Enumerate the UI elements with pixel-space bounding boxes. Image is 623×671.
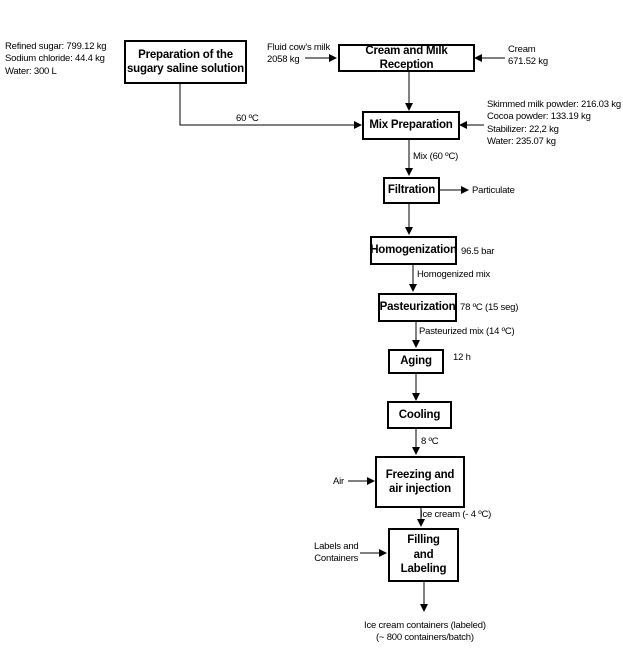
input-skimmed-milk: Skimmed milk powder: 216.03 kg: [487, 99, 621, 110]
step-cream-milk-reception: Cream and Milk Reception: [338, 44, 475, 72]
input-sugar: Refined sugar: 799.12 kg: [5, 41, 107, 52]
input-sodium-chloride: Sodium chloride: 44.4 kg: [5, 53, 105, 65]
input-water-mix: Water: 235.07 kg: [487, 136, 556, 148]
flow-homogenized-mix: Homogenized mix: [417, 269, 491, 280]
step-sugary-solution: Preparation of the sugary saline solutio…: [124, 40, 247, 84]
input-milk: Fluid cow's milk 2058 kg: [267, 42, 330, 67]
input-cream: Cream 671.52 kg: [508, 44, 548, 69]
arrow-solution-to-mix: [179, 84, 362, 129]
flow-mix: Mix (60 ºC): [413, 151, 459, 162]
input-milk-qty: 2058 kg: [267, 54, 300, 66]
output-line1: Ice cream containers (labeled): [364, 620, 486, 631]
input-labels-line2: Containers: [314, 553, 359, 565]
input-air: Air: [333, 476, 345, 487]
input-water: Water: 300 L: [5, 65, 57, 77]
step-freezing-air-injection: Freezing and air injection: [375, 456, 465, 508]
input-stabilizer: Stabilizer: 22,2 kg: [487, 123, 559, 135]
input-labels-line1: Labels and: [314, 541, 359, 552]
input-milk-name: Fluid cow's milk: [267, 42, 331, 53]
input-cream-qty: 671.52 kg: [508, 56, 548, 68]
flow-cool-temp: 8 ºC: [421, 436, 439, 447]
flow-solution-temp: 60 ºC: [236, 113, 259, 124]
step-aging: Aging: [388, 349, 444, 374]
input-cocoa: Cocoa powder: 133.19 kg: [487, 111, 591, 123]
step-cooling: Cooling: [387, 401, 452, 429]
step-homogenization: Homogenization: [370, 236, 457, 265]
input-mix-additives: Skimmed milk powder: 216.03 kg Cocoa pow…: [487, 99, 621, 148]
flow-particulate: Particulate: [472, 185, 515, 196]
output-line2: (~ 800 containers/batch): [375, 632, 474, 644]
step-filtration: Filtration: [383, 177, 440, 204]
input-labels-containers: Labels and Containers: [314, 541, 359, 566]
flow-aging-time: 12 h: [453, 352, 471, 363]
step-pasteurization: Pasteurization: [378, 293, 457, 322]
flow-pasteurized-mix: Pasteurized mix (14 ºC): [419, 326, 515, 337]
output-containers: Ice cream containers (labeled) (~ 800 co…: [364, 620, 486, 645]
flow-past-condition: 78 ºC (15 seg): [460, 302, 519, 313]
input-cream-name: Cream: [508, 44, 536, 55]
flow-homog-pressure: 96.5 bar: [461, 246, 495, 257]
flow-ice-cream: Ice cream (- 4 ºC): [420, 509, 492, 520]
input-sugary-ingredients: Refined sugar: 799.12 kg Sodium chloride…: [5, 41, 107, 78]
step-mix-preparation: Mix Preparation: [362, 111, 460, 140]
step-filling-labeling: Filling and Labeling: [388, 528, 459, 582]
